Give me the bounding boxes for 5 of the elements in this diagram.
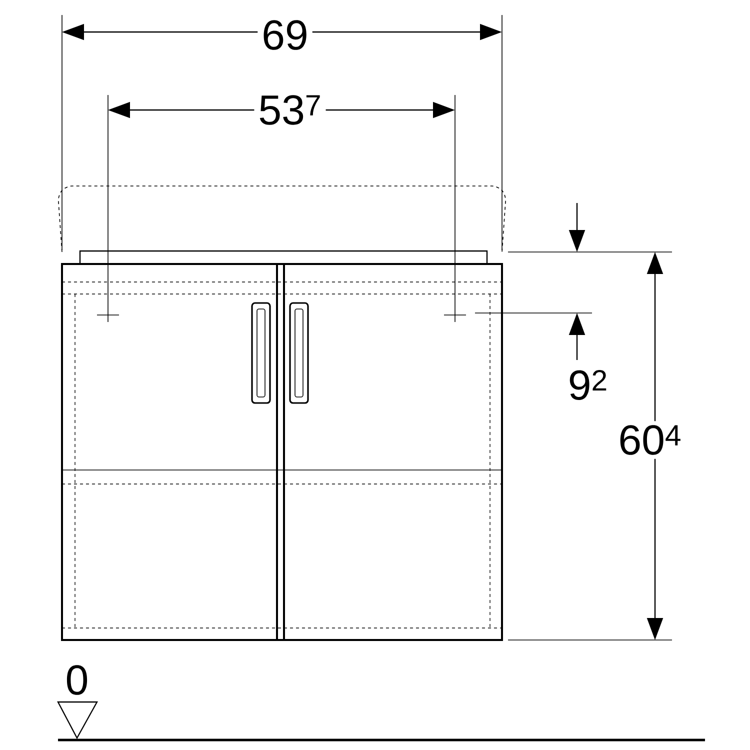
dimension-label: 60$^{4}$ <box>614 421 686 459</box>
dimension-label: 9$^{2}$ <box>564 366 612 404</box>
dimension-label: 0 <box>61 661 93 699</box>
dimension-label: 69 <box>258 16 312 54</box>
dimension-label: 53$^{7}$ <box>254 91 326 129</box>
